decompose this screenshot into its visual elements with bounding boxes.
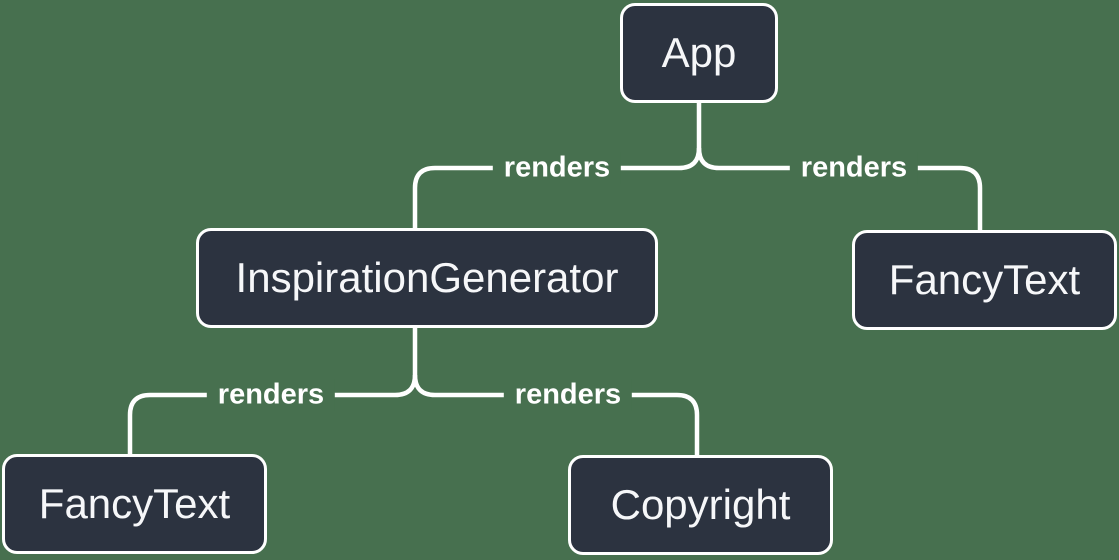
node-fancy-text-right: FancyText xyxy=(852,230,1117,330)
node-copyright: Copyright xyxy=(568,455,833,555)
edge-app-to-fancytext xyxy=(696,147,983,230)
node-fancy-text-left: FancyText xyxy=(2,454,267,554)
edge-inspirationgenerator-to-copyright xyxy=(412,374,700,455)
node-inspiration-generator: InspirationGenerator xyxy=(196,228,658,328)
edge-label-renders-inspirationgenerator-copyright: renders xyxy=(503,378,633,412)
edge-label-renders-inspirationgenerator-fancytext: renders xyxy=(206,378,336,412)
edge-label-renders-app-inspirationgenerator: renders xyxy=(492,151,622,185)
edge-label-renders-app-fancytext: renders xyxy=(789,151,919,185)
node-app: App xyxy=(620,3,778,103)
